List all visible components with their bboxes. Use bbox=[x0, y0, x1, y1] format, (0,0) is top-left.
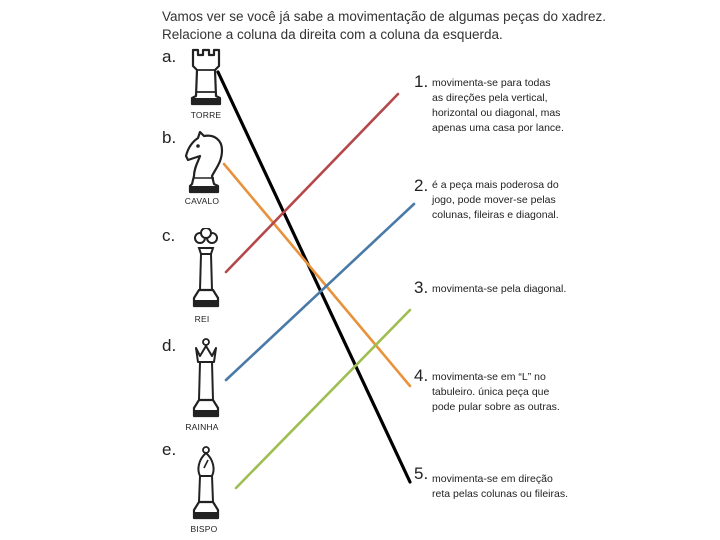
piece-letter-c: c. bbox=[162, 226, 176, 245]
king-icon bbox=[186, 228, 226, 312]
answer-line-e-3 bbox=[234, 308, 412, 490]
piece-letter-e: e. bbox=[162, 440, 177, 459]
description-1-line: horizontal ou diagonal, mas bbox=[432, 107, 561, 119]
description-number-2: 2. bbox=[414, 176, 429, 195]
description-2-line: colunas, fileiras e diagonal. bbox=[432, 209, 559, 221]
piece-letter-d: d. bbox=[162, 336, 177, 355]
bishop-icon bbox=[186, 446, 226, 522]
description-1-line: apenas uma casa por lance. bbox=[432, 122, 564, 134]
description-1-line: movimenta-se para todas bbox=[432, 77, 551, 89]
description-5-line: movimenta-se em direção bbox=[432, 473, 553, 485]
instruction-line-1: Vamos ver se você já sabe a movimentação… bbox=[162, 9, 606, 24]
description-2-line: é a peça mais poderosa do bbox=[432, 179, 559, 191]
description-3: movimenta-se pela diagonal. bbox=[432, 282, 566, 297]
piece-letter-b: b. bbox=[162, 128, 177, 147]
answer-line-a-5 bbox=[216, 70, 412, 484]
answer-line-b-4 bbox=[222, 162, 412, 388]
description-2: é a peça mais poderosa do jogo, pode mov… bbox=[432, 178, 559, 223]
description-number-5: 5. bbox=[414, 464, 429, 483]
description-number-1: 1. bbox=[414, 72, 429, 91]
piece-label-torre: TORRE bbox=[190, 110, 222, 120]
piece-label-rei: REI bbox=[194, 314, 210, 324]
answer-line-c-1 bbox=[224, 92, 400, 274]
piece-label-bispo: BISPO bbox=[190, 524, 218, 534]
description-4-line: pode pular sobre as outras. bbox=[432, 401, 560, 413]
description-1: movimenta-se para todas as direções pela… bbox=[432, 76, 564, 136]
piece-label-cavalo: CAVALO bbox=[184, 196, 220, 206]
piece-label-rainha: RAINHA bbox=[185, 422, 219, 432]
description-4: movimenta-se em “L” no tabuleiro. única … bbox=[432, 370, 560, 415]
answer-line-d-2 bbox=[224, 202, 416, 382]
instruction-line-2: Relacione a coluna da direita com a colu… bbox=[162, 27, 503, 42]
description-2-line: jogo, pode mover-se pelas bbox=[432, 194, 556, 206]
description-3-line: movimenta-se pela diagonal. bbox=[432, 283, 567, 295]
knight-icon bbox=[182, 128, 226, 198]
instructions: Vamos ver se você já sabe a movimentação… bbox=[162, 8, 622, 44]
description-5-line: reta pelas colunas ou fileiras. bbox=[432, 488, 568, 500]
description-5: movimenta-se em direção reta pelas colun… bbox=[432, 472, 568, 502]
rook-icon bbox=[186, 40, 226, 110]
description-4-line: tabuleiro. única peça que bbox=[432, 386, 550, 398]
piece-letter-a: a. bbox=[162, 47, 177, 66]
description-4-line: movimenta-se em “L” no bbox=[432, 371, 546, 383]
queen-icon bbox=[186, 338, 226, 422]
description-number-4: 4. bbox=[414, 366, 429, 385]
description-number-3: 3. bbox=[414, 278, 429, 297]
description-1-line: as direções pela vertical, bbox=[432, 92, 548, 104]
